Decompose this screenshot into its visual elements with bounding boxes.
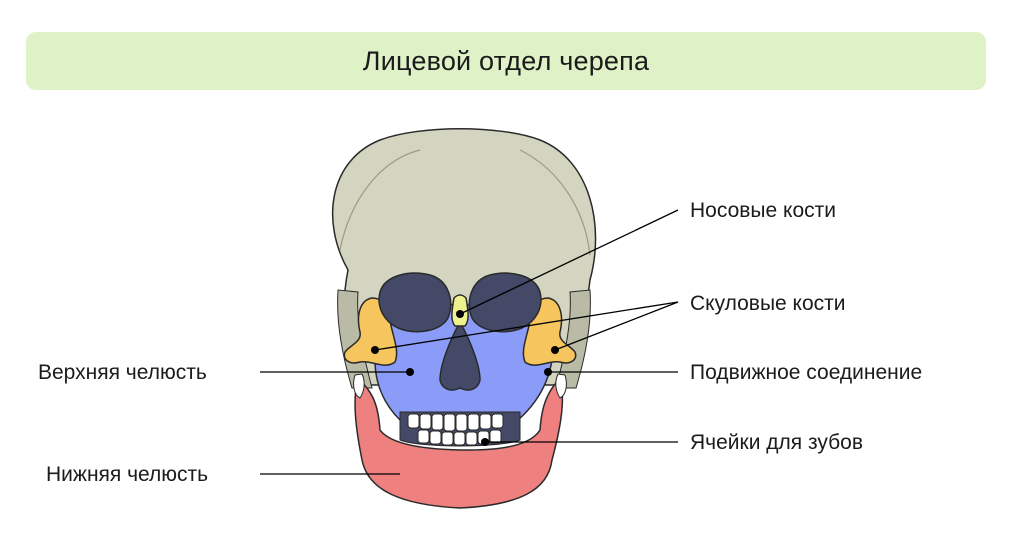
- condyle-left: [353, 373, 365, 399]
- condyle-right: [555, 373, 567, 399]
- nasal-cavity: [439, 320, 481, 391]
- leader-lines: [260, 209, 679, 475]
- page-title: Лицевой отдел черепа: [362, 45, 650, 76]
- leader-dots: [371, 310, 559, 446]
- mandible: [354, 376, 564, 509]
- upper-teeth: [407, 413, 504, 432]
- title-banner: Лицевой отдел черепа: [26, 32, 986, 90]
- orbit-left: [378, 272, 452, 333]
- label-nasal-bones: Носовые кости: [690, 199, 836, 222]
- lower-teeth: [417, 429, 502, 446]
- label-upper-jaw: Верхняя челюсть: [38, 361, 207, 384]
- label-movable-joint: Подвижное соединение: [690, 361, 923, 384]
- orbit-right: [468, 272, 542, 333]
- cranium-suture: [339, 149, 591, 256]
- label-tooth-sockets: Ячейки для зубов: [690, 431, 863, 454]
- label-zygomatic-bones: Скуловые кости: [690, 292, 846, 315]
- label-lower-jaw: Нижняя челюсть: [46, 463, 209, 486]
